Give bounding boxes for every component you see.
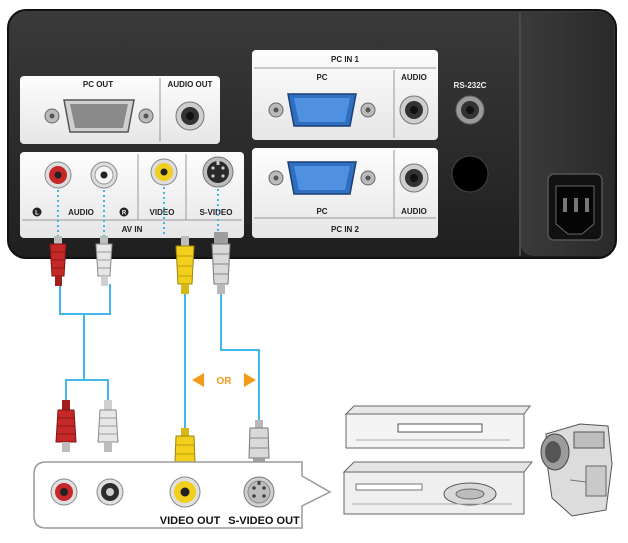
pc-in2-section: PC AUDIO PC IN 2: [252, 148, 438, 238]
pc-in1-section: PC IN 1 PC AUDIO: [252, 50, 438, 140]
audio-out-jack[interactable]: [175, 101, 205, 131]
video-plug-top: [175, 236, 195, 294]
svg-text:L: L: [35, 211, 39, 217]
svideo-plug-bottom: [248, 420, 270, 468]
source-output-panel: VIDEO OUT S-VIDEO OUT: [33, 461, 332, 529]
rs232c-jack[interactable]: [455, 95, 485, 125]
audio-out-label: AUDIO OUT: [168, 80, 213, 89]
svideo-plug-top: [211, 232, 231, 294]
av-audio-label: AUDIO: [68, 208, 94, 217]
dvd-player-device: [342, 461, 534, 515]
pc-in2-pc-label: PC: [316, 207, 327, 216]
av-svideo-label: S-VIDEO: [200, 208, 233, 217]
video-out-label: VIDEO OUT: [160, 515, 221, 527]
camcorder-device: [540, 423, 613, 517]
vga-in1-port[interactable]: [268, 93, 376, 127]
pc-out-label: PC OUT: [83, 80, 113, 89]
right-channel-icon: [119, 207, 129, 217]
rs232c-section: RS-232C: [451, 81, 489, 193]
av-audio-right-jack[interactable]: [90, 161, 118, 189]
source-audio-left-jack[interactable]: [50, 478, 78, 506]
av-in-section: L AUDIO R VIDEO S-VIDEO AV IN: [20, 152, 244, 238]
source-video-out-jack[interactable]: [169, 476, 201, 508]
pc-in1-audio-label: AUDIO: [401, 73, 427, 82]
audio-left-plug-top: [49, 236, 67, 286]
blank-port-hole: [451, 155, 489, 193]
audio-in1-jack[interactable]: [399, 95, 429, 125]
pc-in1-pc-label: PC: [316, 73, 327, 82]
cable-wires: [57, 187, 260, 428]
source-svideo-out-jack[interactable]: [243, 476, 275, 508]
svg-text:R: R: [122, 211, 127, 217]
vga-in2-port[interactable]: [268, 161, 376, 195]
vcr-device: [344, 405, 531, 449]
svideo-out-label: S-VIDEO OUT: [228, 515, 300, 527]
av-in-label: AV IN: [122, 225, 143, 234]
av-svideo-jack[interactable]: [202, 156, 234, 188]
av-audio-left-jack[interactable]: [44, 161, 72, 189]
or-indicator: OR: [192, 373, 256, 387]
pc-in1-label: PC IN 1: [331, 55, 360, 64]
pc-in2-label: PC IN 2: [331, 225, 360, 234]
audio-in2-jack[interactable]: [399, 163, 429, 193]
pc-out-section: PC OUT AUDIO OUT: [20, 76, 220, 144]
source-audio-right-jack[interactable]: [96, 478, 124, 506]
audio-left-plug-bottom: [55, 400, 77, 452]
av-video-label: VIDEO: [150, 208, 175, 217]
rs232c-label: RS-232C: [454, 81, 487, 90]
vga-out-port[interactable]: [44, 99, 154, 133]
audio-right-plug-bottom: [97, 400, 119, 452]
power-socket: [547, 173, 603, 241]
or-label: OR: [217, 376, 233, 387]
left-channel-icon: [32, 207, 42, 217]
av-video-jack[interactable]: [150, 158, 178, 186]
audio-right-plug-top: [95, 236, 113, 286]
pc-in2-audio-label: AUDIO: [401, 207, 427, 216]
